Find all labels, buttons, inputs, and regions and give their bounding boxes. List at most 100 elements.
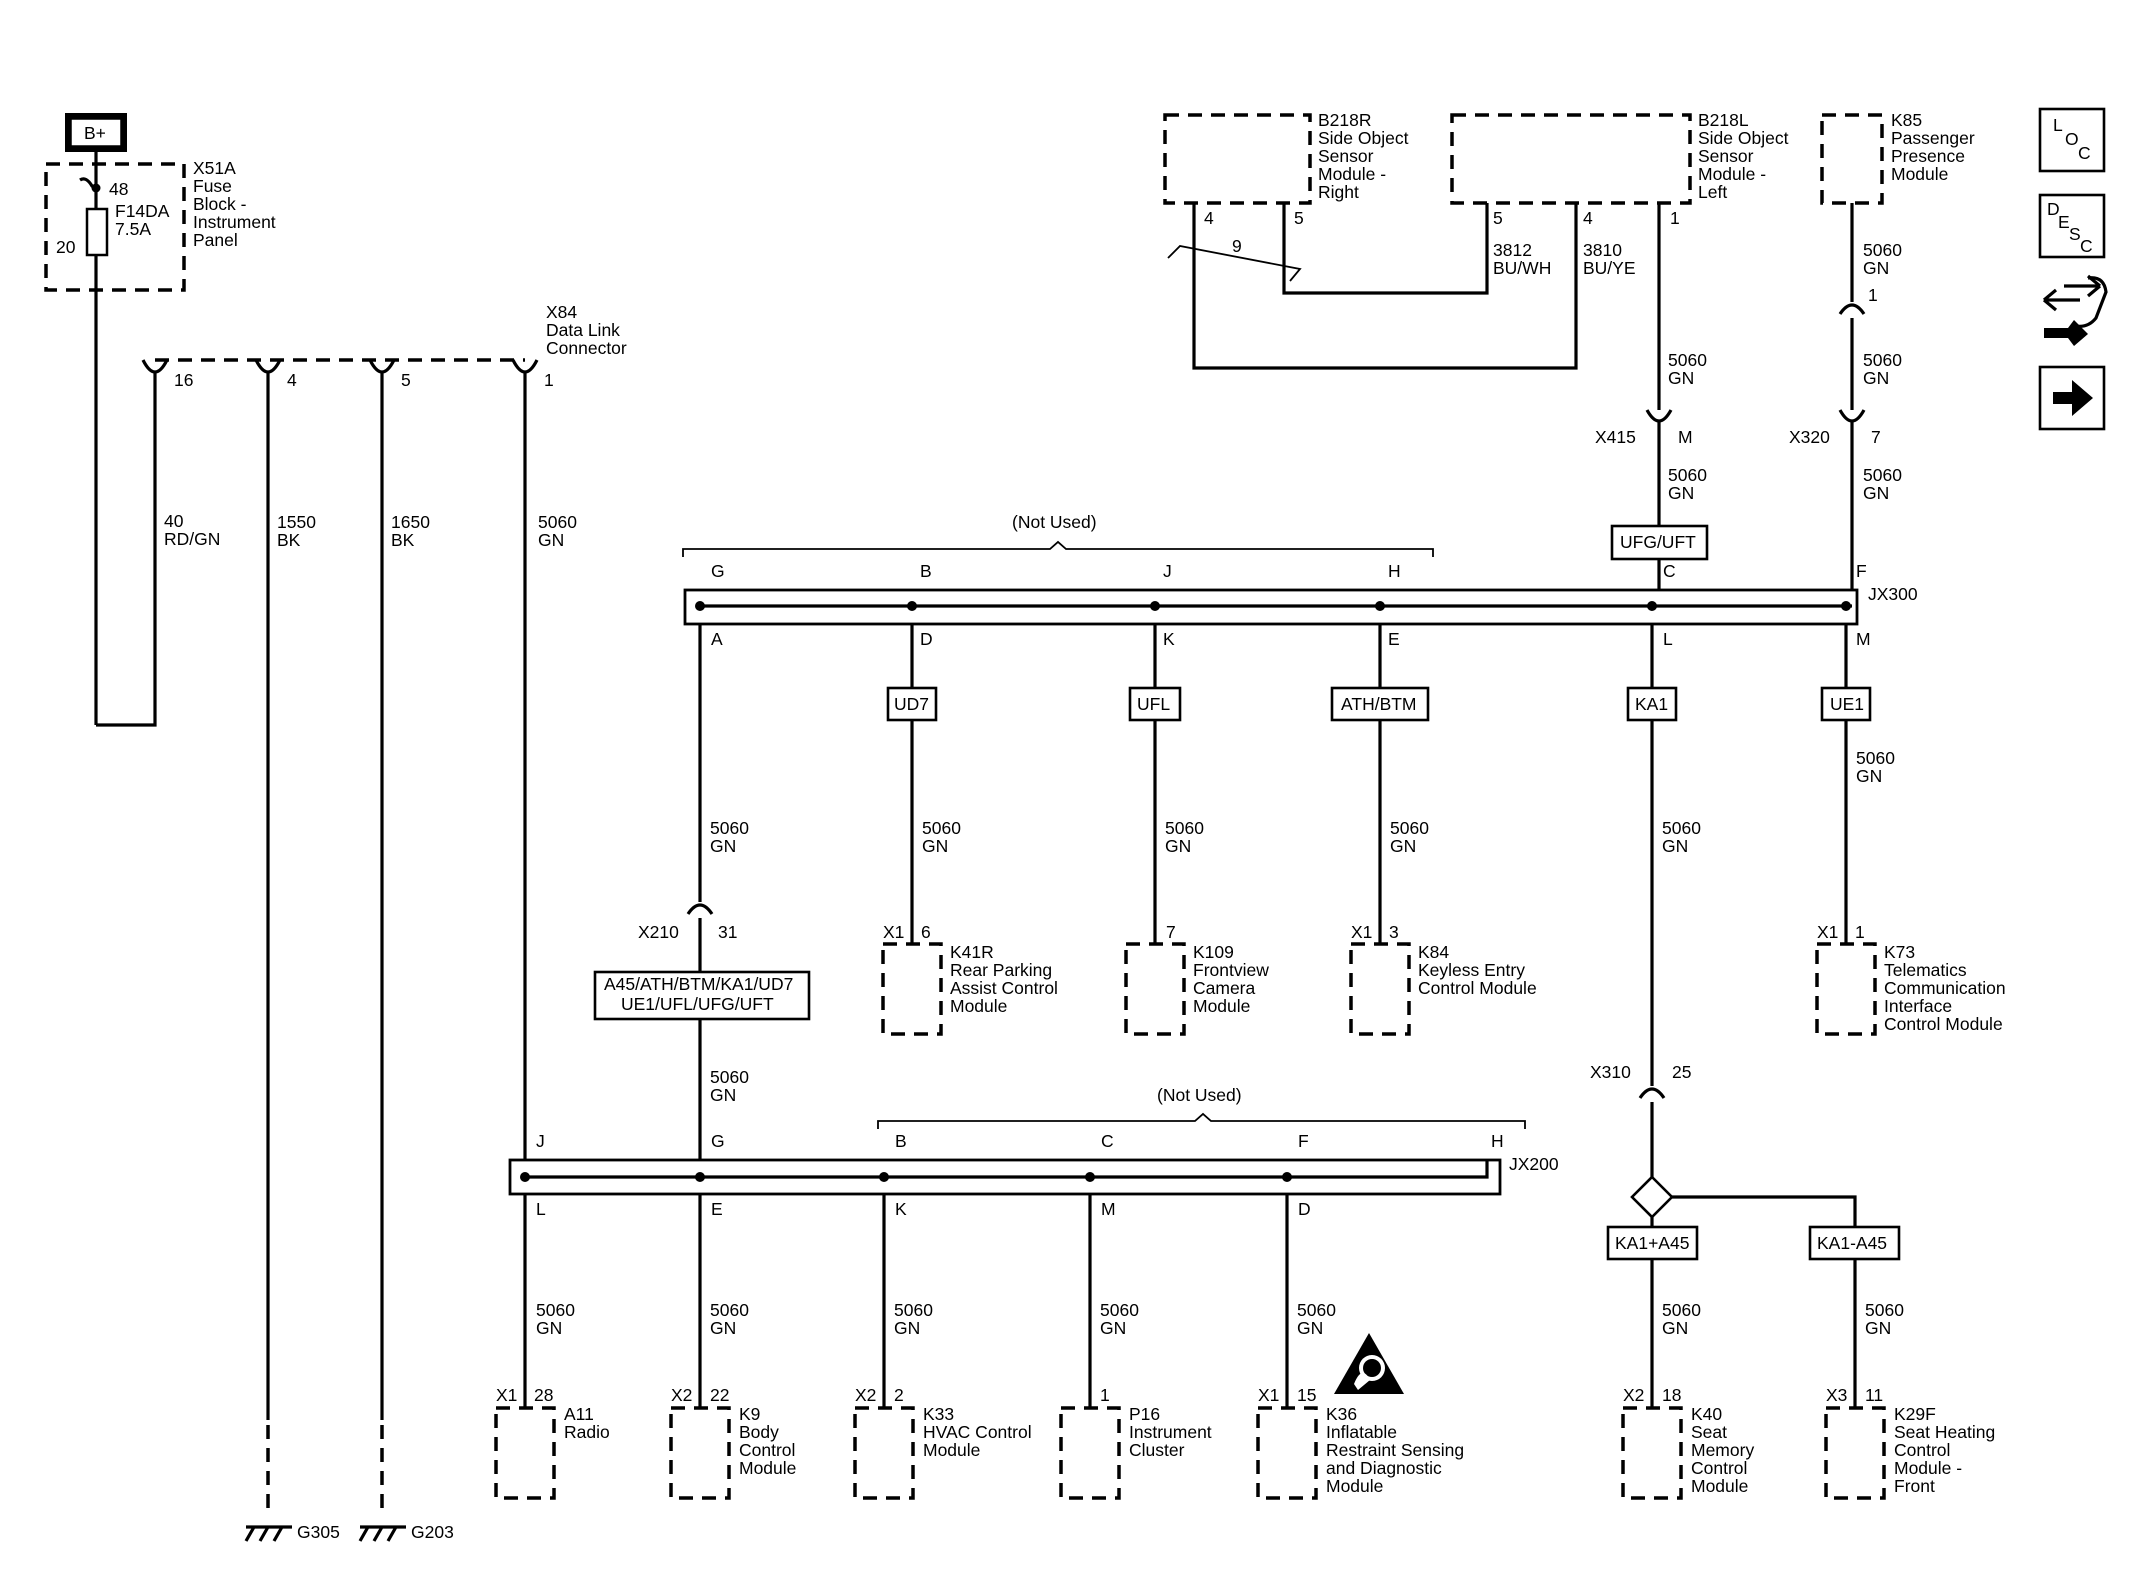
- jx200-bottom-d: D: [1298, 1199, 1311, 1219]
- wire-4-color: BK: [277, 530, 301, 550]
- jx300a-gn-circuit: 5060: [710, 818, 749, 838]
- x415-gn-circuit: 5060: [1668, 465, 1707, 485]
- next-arrow-icon: [2053, 380, 2093, 416]
- loc-letter-l: L: [2053, 115, 2063, 135]
- a11-gn-circuit: 5060: [536, 1300, 575, 1320]
- dlc-pin-5: 5: [401, 370, 411, 390]
- ue1-gn-color: GN: [1856, 766, 1882, 786]
- k36-gn-color: GN: [1297, 1318, 1323, 1338]
- dlc-pin-4: 4: [287, 370, 297, 390]
- ka1minus-gn-color: GN: [1865, 1318, 1891, 1338]
- k9-line-2: Control: [739, 1440, 795, 1460]
- k109-ref: K109: [1193, 942, 1234, 962]
- fuse-rating: 7.5A: [115, 219, 151, 239]
- jx300-top-b: B: [920, 561, 932, 581]
- k33-line-1: HVAC Control: [923, 1422, 1032, 1442]
- option-ud7: UD7: [894, 694, 929, 714]
- k84-line-1: Keyless Entry: [1418, 960, 1525, 980]
- k40-line-3: Control: [1691, 1458, 1747, 1478]
- k41r-line-2: Assist Control: [950, 978, 1058, 998]
- jx200-bottom-e: E: [711, 1199, 723, 1219]
- ground-g305-icon: [244, 1525, 292, 1542]
- jx300-top-h: H: [1388, 561, 1401, 581]
- a11-conn: X1: [496, 1385, 517, 1405]
- ath-gn-circuit: 5060: [1390, 818, 1429, 838]
- desc-letter-c: C: [2080, 236, 2093, 256]
- ud7-gn-color: GN: [922, 836, 948, 856]
- desc-letter-e: E: [2058, 212, 2070, 232]
- b218l-pin-1: 1: [1670, 208, 1680, 228]
- ka1-gn-circuit: 5060: [1662, 818, 1701, 838]
- b218l-wire4-circuit: 3810: [1583, 240, 1622, 260]
- jx300-ref: JX300: [1868, 584, 1918, 604]
- k33-conn: X2: [855, 1385, 876, 1405]
- k33-gn-color: GN: [894, 1318, 920, 1338]
- b218l-pin-5: 5: [1493, 208, 1503, 228]
- b218r-ref: B218R: [1318, 110, 1372, 130]
- jx300-bottom-l: L: [1663, 629, 1673, 649]
- jx200-bottom-k: K: [895, 1199, 907, 1219]
- jx300-bottom-e: E: [1388, 629, 1400, 649]
- connector-wrench-icon[interactable]: [2042, 274, 2108, 346]
- k33-ref: K33: [923, 1404, 954, 1424]
- k36-line-1: Inflatable: [1326, 1422, 1397, 1442]
- k29f-pin: 11: [1865, 1385, 1883, 1405]
- k84-pin: 3: [1389, 922, 1399, 942]
- x415-ref: X415: [1595, 427, 1636, 447]
- k73-line-2: Communication: [1884, 978, 2006, 998]
- b218l-wire4-color: BU/YE: [1583, 258, 1636, 278]
- fuse-block-line-2: Block -: [193, 194, 247, 214]
- k109-pin: 7: [1166, 922, 1176, 942]
- k9-ref: K9: [739, 1404, 760, 1424]
- p16-ref: P16: [1129, 1404, 1160, 1424]
- k9-pin: 22: [710, 1385, 729, 1405]
- k73-line-1: Telematics: [1884, 960, 1967, 980]
- b218l-line-1: Side Object: [1698, 128, 1789, 148]
- ka1minus-gn-circuit: 5060: [1865, 1300, 1904, 1320]
- k29f-line-4: Front: [1894, 1476, 1935, 1496]
- twisted-pair-circuit: 9: [1232, 236, 1242, 256]
- x415-pin: M: [1678, 427, 1693, 447]
- jx300-top-g: G: [711, 561, 725, 581]
- k84-conn: X1: [1351, 922, 1372, 942]
- jx300-not-used: (Not Used): [1012, 512, 1097, 532]
- next-arrow-button[interactable]: [2038, 365, 2106, 431]
- x310-pin: 25: [1672, 1062, 1691, 1082]
- k85-line-3: Module: [1891, 164, 1948, 184]
- k85-line-2: Presence: [1891, 146, 1965, 166]
- p16-pin: 1: [1100, 1385, 1110, 1405]
- k36-ref: K36: [1326, 1404, 1357, 1424]
- loc-button[interactable]: L O C: [2038, 107, 2106, 173]
- p16-line-2: Cluster: [1129, 1440, 1185, 1460]
- b218l-line-3: Module -: [1698, 164, 1766, 184]
- fuse-block-line-1: Fuse: [193, 176, 232, 196]
- option-ka1-plus-a45: KA1+A45: [1615, 1233, 1689, 1253]
- k9-line-1: Body: [739, 1422, 779, 1442]
- jx300a-gn-color: GN: [710, 836, 736, 856]
- k41r-conn: X1: [883, 922, 904, 942]
- wire-1-color: GN: [538, 530, 564, 550]
- desc-letter-d: D: [2047, 199, 2060, 219]
- k29f-ref: K29F: [1894, 1404, 1936, 1424]
- jx300-top-j: J: [1163, 561, 1172, 581]
- desc-button[interactable]: D E S C: [2038, 193, 2106, 259]
- k36-line-4: Module: [1326, 1476, 1383, 1496]
- ground-g203-icon: [358, 1525, 406, 1542]
- ground-g305: G305: [297, 1522, 340, 1542]
- fuse-pin-out: 20: [56, 237, 76, 257]
- p16-gn-circuit: 5060: [1100, 1300, 1139, 1320]
- x320-pin: 7: [1871, 427, 1881, 447]
- k85-line-1: Passenger: [1891, 128, 1975, 148]
- a11-gn-color: GN: [536, 1318, 562, 1338]
- jx200-not-used: (Not Used): [1157, 1085, 1242, 1105]
- b218l-line-4: Left: [1698, 182, 1727, 202]
- b218r-line-1: Side Object: [1318, 128, 1409, 148]
- ath-gn-color: GN: [1390, 836, 1416, 856]
- b218r-line-2: Sensor: [1318, 146, 1374, 166]
- option-multi-line-1: A45/ATH/BTM/KA1/UD7: [604, 974, 793, 994]
- jx200-top-c: C: [1101, 1131, 1114, 1151]
- jx300-top-c: C: [1663, 561, 1676, 581]
- jx200-top-j: J: [536, 1131, 545, 1151]
- k109-line-1: Frontview: [1193, 960, 1269, 980]
